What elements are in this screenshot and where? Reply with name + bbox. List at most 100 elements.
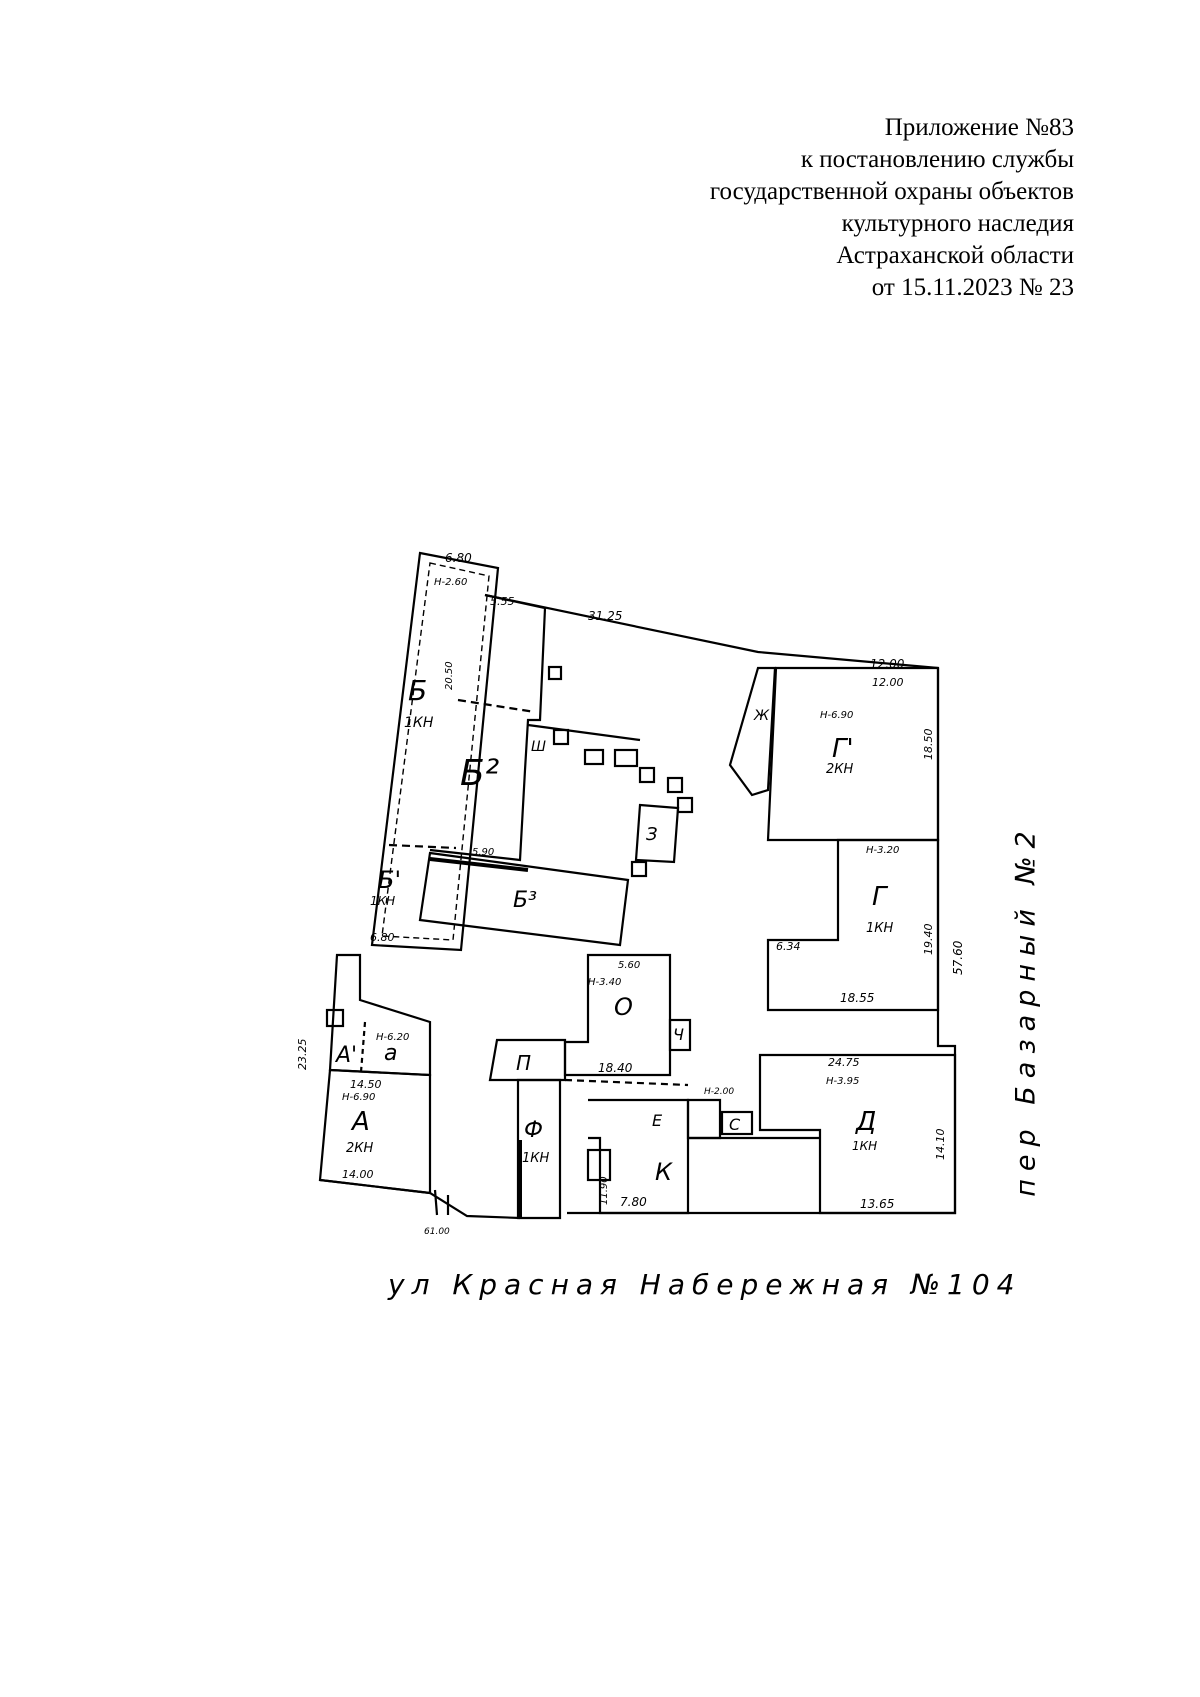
- dim-1855: 18.55: [840, 991, 874, 1005]
- height-g1: Н-6.90: [820, 710, 853, 721]
- label-a1: А': [334, 1043, 357, 1068]
- building-v-outline: [586, 1148, 612, 1182]
- dim-560: 5.60: [618, 960, 640, 971]
- building-b3-wall-thick: [429, 857, 529, 872]
- dim-1410: 14.10: [934, 1129, 947, 1161]
- label-d-floors: 1КН: [852, 1139, 877, 1153]
- label-sh: Ш: [531, 739, 546, 755]
- building-b-inner-outline: [381, 562, 490, 941]
- building-s-outline: [720, 1110, 754, 1136]
- dim-1190: 11.90: [599, 1176, 610, 1205]
- building-zh-outline: [728, 666, 777, 797]
- label-g-floors: 1КН: [866, 921, 894, 936]
- height-a: Н-6.90: [342, 1092, 375, 1103]
- label-b1-floors: 1КН: [370, 894, 395, 908]
- dim-590: 5.90: [472, 847, 494, 858]
- height-b: Н-2.60: [434, 577, 467, 588]
- building-ch-outline: [668, 1018, 692, 1052]
- label-a: А: [350, 1107, 370, 1137]
- label-p: П: [516, 1051, 531, 1075]
- annex-small-3: [583, 748, 605, 766]
- label-zh: Ж: [753, 708, 770, 724]
- label-d: Д: [855, 1107, 876, 1137]
- dim-555: 5.55: [490, 595, 515, 608]
- label-z: З: [646, 824, 658, 845]
- dim-2050: 20.50: [444, 661, 455, 690]
- dim-1200b: 12.00: [872, 676, 904, 689]
- height-a-small: Н-6.20: [376, 1032, 409, 1043]
- label-b2: Б²: [460, 753, 499, 794]
- label-a-floors: 2КН: [346, 1141, 374, 1156]
- height-d: Н-3.95: [826, 1076, 859, 1087]
- header-resolution-of: к постановлению службы: [800, 146, 1074, 173]
- dim-1850: 18.50: [922, 729, 935, 761]
- dim-634: 6.34: [776, 940, 801, 953]
- label-e: Е: [652, 1111, 663, 1130]
- label-f: Ф: [524, 1118, 543, 1143]
- annex-small-5: [638, 766, 656, 784]
- header-date-number: от 15.11.2023 № 23: [871, 274, 1074, 301]
- gate-post-1: [433, 1189, 439, 1216]
- label-o: О: [614, 993, 633, 1021]
- building-b-b1-divider: [388, 843, 457, 850]
- dim-top-b: 6.80: [445, 551, 472, 565]
- building-b3-outline: [418, 851, 630, 947]
- annex-small-7: [676, 796, 694, 814]
- building-f-outline: [516, 1078, 562, 1220]
- boundary-west-lower: [319, 1178, 521, 1220]
- building-b2-outline: [429, 593, 547, 862]
- dim-680b: 6.80: [370, 931, 395, 944]
- building-g-outline: [766, 838, 940, 1012]
- annex-small-6: [666, 776, 684, 794]
- header-heritage: культурного наследия: [841, 210, 1074, 237]
- height-o: Н-3.40: [588, 977, 621, 988]
- lane-label: пер Базарный №2: [1010, 823, 1042, 1197]
- dim-1450: 14.50: [350, 1078, 382, 1091]
- building-z-outline: [634, 803, 680, 864]
- building-e-outline: [686, 1098, 722, 1140]
- label-b: Б: [408, 674, 427, 707]
- header-service-name: государственной охраны объектов: [709, 178, 1074, 205]
- label-b-floors: 1КН: [404, 715, 434, 731]
- label-k: К: [655, 1158, 673, 1186]
- street-label: ул Красная Набережная №104: [388, 1268, 1022, 1301]
- dim-2325: 23.25: [296, 1039, 309, 1071]
- dim-3125: 31.25: [588, 609, 622, 623]
- building-b-outline: [370, 551, 500, 952]
- lot-boundary-north: [484, 593, 939, 670]
- height-k: Н-2.00: [704, 1087, 734, 1097]
- building-d-outline: [758, 1053, 957, 1215]
- annex-small-2: [552, 728, 570, 746]
- label-ch: Ч: [673, 1025, 684, 1044]
- label-b1: Б': [378, 866, 401, 894]
- annex-small-1: [547, 665, 563, 681]
- building-a-a1-divider: [359, 1021, 367, 1073]
- dim-1400: 14.00: [342, 1168, 374, 1181]
- dim-5760: 57.60: [951, 940, 965, 975]
- dim-6100: 61.00: [424, 1227, 450, 1237]
- annex-small-4: [613, 748, 639, 768]
- dim-1365: 13.65: [860, 1197, 894, 1211]
- dim-1840: 18.40: [598, 1061, 633, 1075]
- label-b3: Б³: [513, 888, 537, 913]
- dim-780: 7.80: [620, 1195, 647, 1209]
- document-header: Приложение №83 к постановлению службы го…: [554, 112, 1074, 304]
- label-f-floors: 1КН: [522, 1151, 550, 1166]
- label-a-small: а: [384, 1041, 397, 1066]
- dim-1200: 12.00: [870, 657, 905, 671]
- building-k-outline: [588, 1098, 690, 1215]
- dim-1940: 19.40: [922, 924, 935, 956]
- dashed-line-o-d: [564, 1078, 689, 1087]
- dim-2475: 24.75: [828, 1056, 860, 1069]
- label-s: С: [729, 1115, 741, 1134]
- height-g: Н-3.20: [866, 845, 899, 856]
- label-g1: Г': [832, 734, 854, 764]
- label-g1-floors: 2КН: [826, 762, 854, 777]
- label-g: Г: [872, 882, 889, 912]
- header-region: Астраханской области: [836, 242, 1074, 269]
- annex-small-a: [325, 1008, 345, 1028]
- header-appendix-number: Приложение №83: [884, 114, 1074, 141]
- annex-small-8: [630, 860, 648, 878]
